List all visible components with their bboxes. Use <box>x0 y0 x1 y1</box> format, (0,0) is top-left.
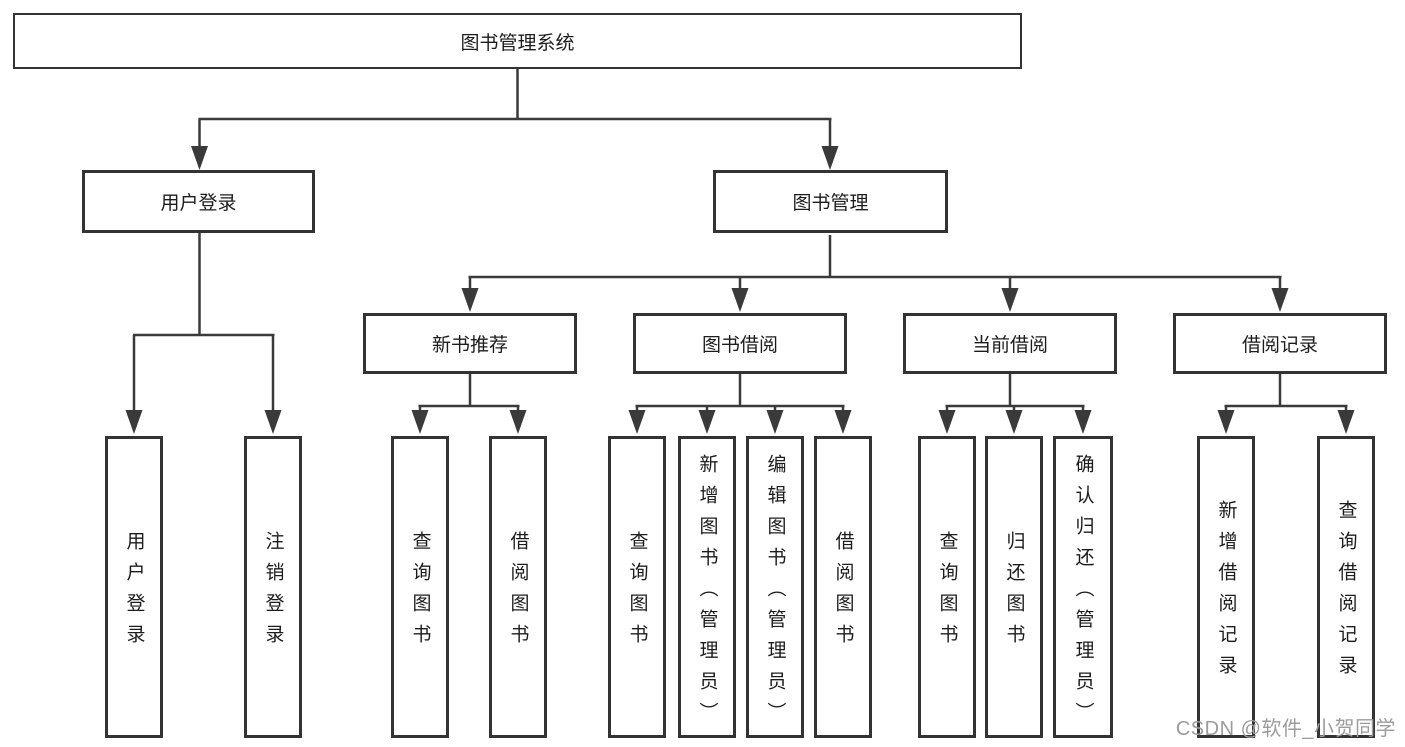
node-new-book-recommend: 新书推荐 <box>363 313 577 374</box>
leaf-recommend-borrow-books-label: 借阅图书 <box>507 531 529 655</box>
leaf-recommend-query-books: 查询图书 <box>391 436 449 738</box>
leaf-borrowing-edit-book-admin: 编辑图书（管理员） <box>746 436 804 738</box>
leaf-current-confirm-return-admin: 确认归还（管理员） <box>1053 436 1113 738</box>
leaf-logout: 注销登录 <box>244 436 302 738</box>
node-borrowing-records: 借阅记录 <box>1173 313 1387 374</box>
leaf-current-return-books: 归还图书 <box>985 436 1043 738</box>
leaf-records-query-record-label: 查询借阅记录 <box>1335 500 1357 686</box>
leaf-records-add-record: 新增借阅记录 <box>1197 436 1255 738</box>
leaf-recommend-query-books-label: 查询图书 <box>409 531 431 655</box>
leaf-user-login: 用户登录 <box>105 436 163 738</box>
leaf-current-return-books-label: 归还图书 <box>1003 531 1025 655</box>
leaf-current-query-books-label: 查询图书 <box>936 531 958 655</box>
leaf-logout-label: 注销登录 <box>262 531 284 655</box>
leaf-user-login-label: 用户登录 <box>123 531 145 655</box>
leaf-records-query-record: 查询借阅记录 <box>1317 436 1375 738</box>
leaf-borrowing-borrow-books: 借阅图书 <box>814 436 872 738</box>
leaf-borrowing-add-book-admin-label: 新增图书（管理员） <box>696 453 718 733</box>
node-book-borrowing: 图书借阅 <box>633 313 847 374</box>
node-current-borrowing: 当前借阅 <box>903 313 1117 374</box>
node-book-management: 图书管理 <box>713 170 948 233</box>
leaf-records-add-record-label: 新增借阅记录 <box>1215 500 1237 686</box>
leaf-borrowing-query-books-label: 查询图书 <box>626 531 648 655</box>
leaf-current-query-books: 查询图书 <box>918 436 976 738</box>
node-user-login: 用户登录 <box>82 170 315 233</box>
watermark-text: CSDN @软件_小贺同学 <box>1175 718 1396 740</box>
leaf-borrowing-borrow-books-label: 借阅图书 <box>832 531 854 655</box>
leaf-borrowing-edit-book-admin-label: 编辑图书（管理员） <box>764 453 786 733</box>
node-root: 图书管理系统 <box>13 13 1022 69</box>
leaf-borrowing-query-books: 查询图书 <box>608 436 666 738</box>
leaf-current-confirm-return-admin-label: 确认归还（管理员） <box>1072 453 1094 733</box>
leaf-recommend-borrow-books: 借阅图书 <box>489 436 547 738</box>
leaf-borrowing-add-book-admin: 新增图书（管理员） <box>678 436 736 738</box>
